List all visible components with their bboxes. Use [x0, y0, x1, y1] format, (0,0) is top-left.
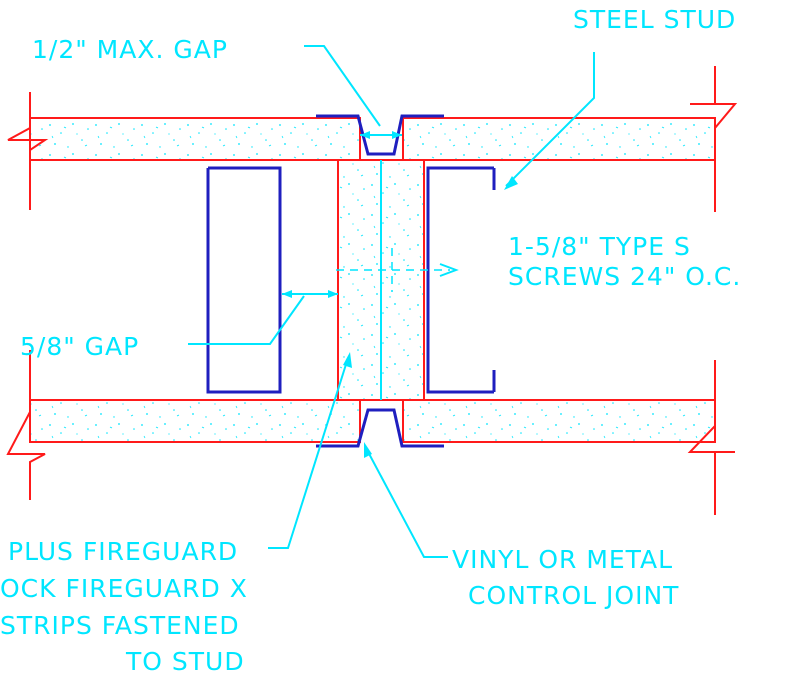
joint-label-line2: CONTROL JOINT — [468, 581, 679, 610]
top-left-gypsum-board — [29, 117, 361, 161]
screws-label-line1: 1-5/8" TYPE S — [508, 232, 691, 261]
control-joint-leader — [364, 442, 448, 558]
top-right-gypsum-board — [402, 117, 716, 161]
screw-centerline — [336, 248, 459, 292]
top-control-joint — [316, 114, 444, 156]
break-line-top-right — [690, 66, 738, 212]
gap-5-8-leader — [188, 290, 338, 345]
max-gap-label: 1/2" MAX. GAP — [32, 35, 228, 64]
break-line-bottom-right — [687, 360, 735, 515]
break-line-bottom-left — [6, 350, 46, 500]
fireguard-label-line4: TO STUD — [125, 647, 245, 676]
right-steel-stud — [426, 166, 496, 394]
max-gap-leader — [304, 45, 402, 139]
screws-label-line2: SCREWS 24" O.C. — [508, 262, 741, 291]
steel-stud-leader — [504, 52, 595, 190]
fireguard-label-line1: PLUS FIREGUARD — [8, 537, 238, 566]
left-steel-stud — [206, 166, 282, 394]
joint-label-line1: VINYL OR METAL — [452, 545, 673, 574]
bottom-right-gypsum-board — [402, 399, 716, 443]
gap-5-8-label: 5/8" GAP — [20, 332, 139, 361]
bottom-left-gypsum-board — [29, 399, 361, 443]
fireguard-label-line3: STRIPS FASTENED — [0, 611, 240, 640]
fireguard-label-line2: OCK FIREGUARD X — [0, 574, 248, 603]
steel-stud-label: STEEL STUD — [573, 5, 736, 34]
fireguard-strip — [337, 159, 425, 401]
bottom-control-joint — [316, 408, 444, 448]
fireguard-leader — [268, 352, 352, 549]
